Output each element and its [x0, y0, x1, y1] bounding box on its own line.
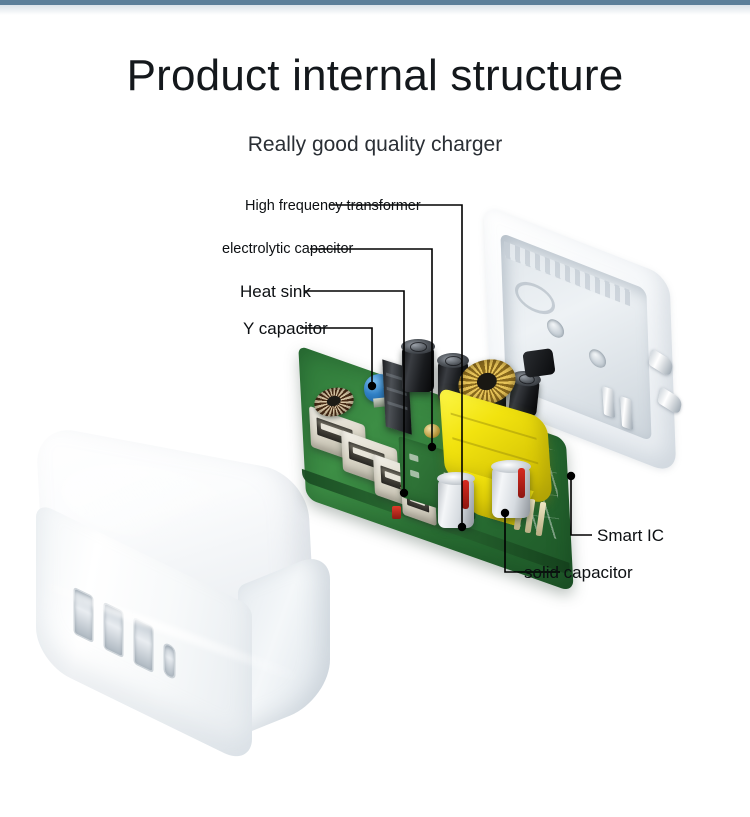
- capacitor-top: [437, 472, 475, 485]
- transformer-tape-line: [452, 437, 539, 465]
- pcb-assembly: [296, 320, 596, 595]
- page-title: Product internal structure: [126, 51, 624, 100]
- page-subtitle: Really good quality charger: [247, 133, 503, 156]
- top-accent-fade: [0, 5, 750, 15]
- red-led-component: [392, 506, 401, 519]
- top-accent-bar: [0, 0, 750, 5]
- toroid-core-hole: [475, 370, 499, 393]
- solder-pad: [410, 469, 420, 479]
- capacitor-polarity-stripe: [462, 480, 469, 509]
- capacitor-polarity-stripe: [518, 468, 525, 499]
- electrolytic-capacitor-1: [401, 339, 435, 392]
- solid-capacitor-1: [437, 472, 475, 528]
- solder-pad: [409, 453, 419, 463]
- brass-screw-terminal: [424, 424, 440, 438]
- capacitor-top: [401, 339, 435, 354]
- transformer-pin: [535, 501, 547, 537]
- ac-prong-contact-2: [619, 395, 634, 431]
- capacitor-top: [491, 460, 531, 473]
- choke-core-hole: [325, 394, 343, 409]
- transformer-tape-line: [450, 412, 537, 440]
- charger-body: [32, 423, 332, 770]
- white-solid-capacitor: [491, 460, 531, 518]
- product-photo-stage: [0, 170, 750, 817]
- capacitor-top: [437, 353, 469, 368]
- heatsink-fin-line: [387, 401, 408, 411]
- ac-prong-contact-1: [602, 385, 615, 419]
- charger-usb-slot-4: [165, 643, 174, 679]
- black-component-block: [522, 348, 556, 378]
